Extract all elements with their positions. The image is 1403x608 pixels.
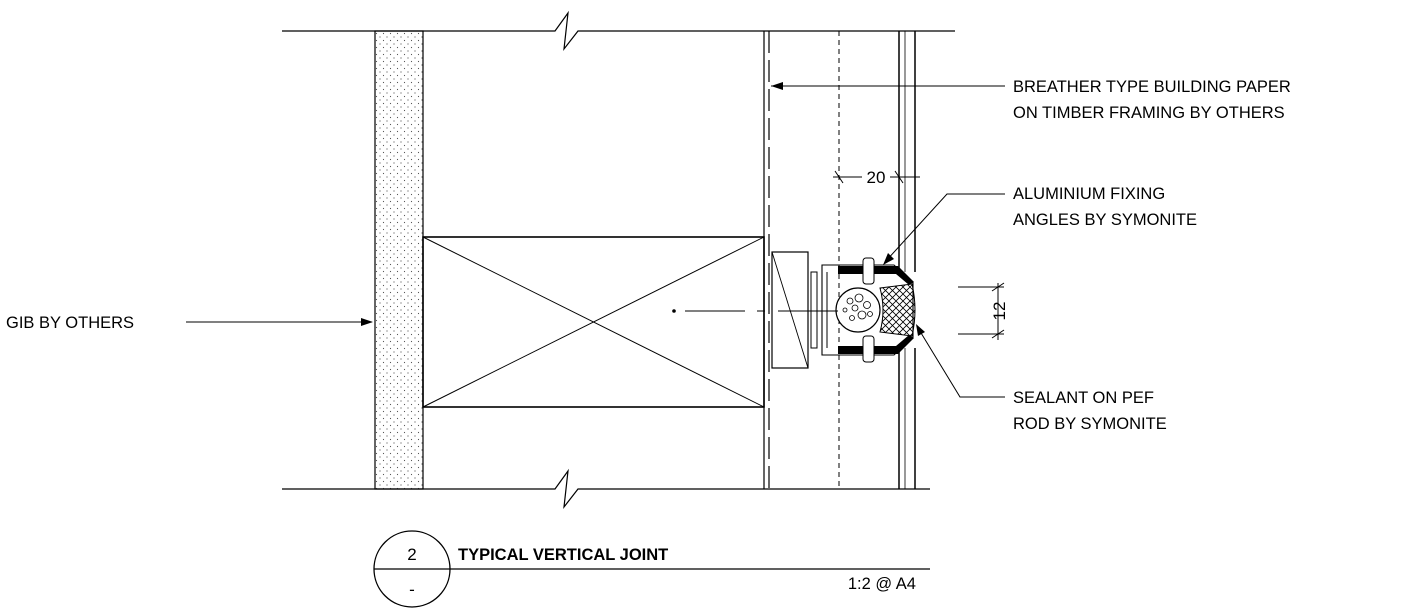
upper-angle-leg — [838, 266, 914, 285]
rod-cell — [854, 293, 864, 303]
rod-cell — [863, 301, 871, 309]
bottom-break-line — [282, 468, 930, 510]
stud-cross-line — [422, 236, 765, 408]
building-paper-arrow — [771, 82, 783, 90]
sealant — [879, 283, 916, 337]
fixing-angle-label-1: ALUMINIUM FIXING — [1013, 185, 1165, 203]
aluminium-channel — [821, 264, 914, 356]
dim-12-tick — [991, 329, 1005, 339]
sealant-label-2: ROD BY SYMONITE — [1013, 415, 1167, 433]
top-break-line — [282, 10, 955, 52]
dim-20-tick — [834, 170, 844, 184]
detail-number: 2 — [407, 545, 416, 564]
rod-cell — [851, 304, 859, 312]
gib-board — [374, 30, 424, 490]
sealant-leader — [917, 327, 1005, 398]
packer-diagonal — [771, 251, 809, 369]
building-paper-label-1: BREATHER TYPE BUILDING PAPER — [1013, 78, 1291, 96]
gib-arrow — [361, 318, 373, 326]
detail-title: TYPICAL VERTICAL JOINT — [458, 546, 668, 564]
fixing-angle-arrow — [883, 253, 894, 265]
dim-20-tick — [894, 170, 904, 184]
dim-12-text: 12 — [990, 302, 1009, 321]
detail-scale: 1:2 @ A4 — [848, 575, 916, 593]
dim-20-text: 20 — [867, 168, 886, 187]
sealant-label-1: SEALANT ON PEF — [1013, 389, 1154, 407]
lower-bolt — [862, 335, 875, 363]
fixing-plate — [810, 271, 818, 349]
pef-backer-rod — [835, 287, 881, 333]
rod-cell — [857, 310, 867, 320]
rod-cell — [849, 315, 855, 321]
gib-label: GIB BY OTHERS — [6, 314, 134, 332]
fixing-angle-label-2: ANGLES BY SYMONITE — [1013, 211, 1197, 229]
fixing-centre-point — [672, 309, 676, 313]
sealant-arrow — [916, 324, 925, 336]
upper-bolt — [862, 257, 875, 285]
fixing-angle-leader — [884, 193, 1005, 263]
rod-cell — [846, 297, 854, 305]
dim-12-tick — [991, 282, 1005, 292]
rod-cell — [842, 307, 848, 313]
rod-cell — [867, 311, 873, 317]
lower-angle-leg — [838, 335, 914, 354]
building-paper-label-2: ON TIMBER FRAMING BY OTHERS — [1013, 104, 1285, 122]
sheet-reference: - — [409, 580, 415, 599]
